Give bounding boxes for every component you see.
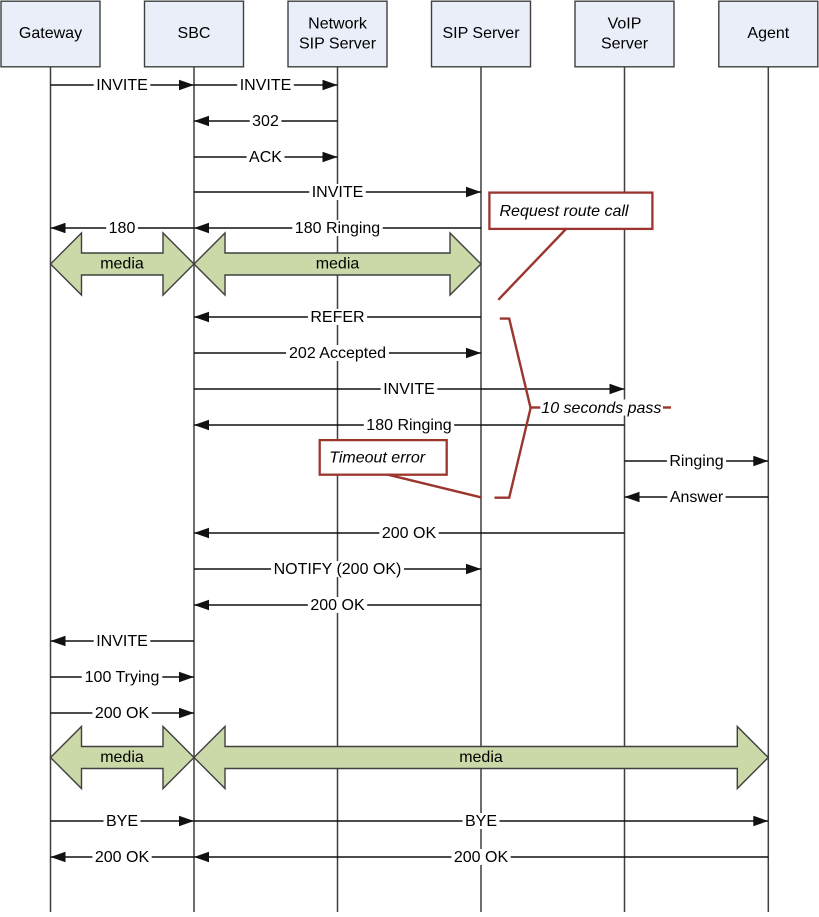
svg-text:Server: Server xyxy=(601,35,649,52)
svg-text:Timeout error: Timeout error xyxy=(329,450,426,467)
svg-text:Agent: Agent xyxy=(747,25,789,42)
svg-text:NOTIFY (200 OK): NOTIFY (200 OK) xyxy=(274,561,402,578)
svg-text:100 Trying: 100 Trying xyxy=(85,669,160,686)
svg-text:INVITE: INVITE xyxy=(240,77,292,94)
svg-text:180 Ringing: 180 Ringing xyxy=(295,220,380,237)
svg-text:200 OK: 200 OK xyxy=(95,705,150,722)
svg-text:media: media xyxy=(100,749,144,766)
svg-text:Gateway: Gateway xyxy=(19,25,82,42)
svg-text:10 seconds pass: 10 seconds pass xyxy=(541,400,661,417)
svg-text:SIP Server: SIP Server xyxy=(442,25,520,42)
svg-text:180 Ringing: 180 Ringing xyxy=(366,417,451,434)
svg-text:200 OK: 200 OK xyxy=(310,597,365,614)
svg-text:180: 180 xyxy=(109,220,136,237)
svg-text:media: media xyxy=(459,749,503,766)
svg-text:200 OK: 200 OK xyxy=(382,525,437,542)
svg-text:Answer: Answer xyxy=(670,489,724,506)
svg-text:REFER: REFER xyxy=(310,309,364,326)
svg-text:302: 302 xyxy=(252,113,279,130)
svg-text:BYE: BYE xyxy=(106,813,138,830)
svg-text:BYE: BYE xyxy=(465,813,497,830)
svg-text:INVITE: INVITE xyxy=(383,381,435,398)
svg-text:INVITE: INVITE xyxy=(312,184,364,201)
svg-text:media: media xyxy=(100,256,144,273)
svg-text:202 Accepted: 202 Accepted xyxy=(289,345,386,362)
svg-text:200 OK: 200 OK xyxy=(454,849,509,866)
svg-text:Network: Network xyxy=(308,15,368,32)
svg-text:media: media xyxy=(316,256,360,273)
svg-text:Ringing: Ringing xyxy=(669,453,723,470)
svg-text:SIP Server: SIP Server xyxy=(299,35,377,52)
svg-text:200 OK: 200 OK xyxy=(95,849,150,866)
svg-text:VoIP: VoIP xyxy=(608,15,642,32)
svg-text:SBC: SBC xyxy=(178,25,211,42)
svg-text:Request route call: Request route call xyxy=(500,203,629,220)
svg-text:ACK: ACK xyxy=(249,149,282,166)
svg-text:INVITE: INVITE xyxy=(96,77,148,94)
svg-text:INVITE: INVITE xyxy=(96,633,148,650)
